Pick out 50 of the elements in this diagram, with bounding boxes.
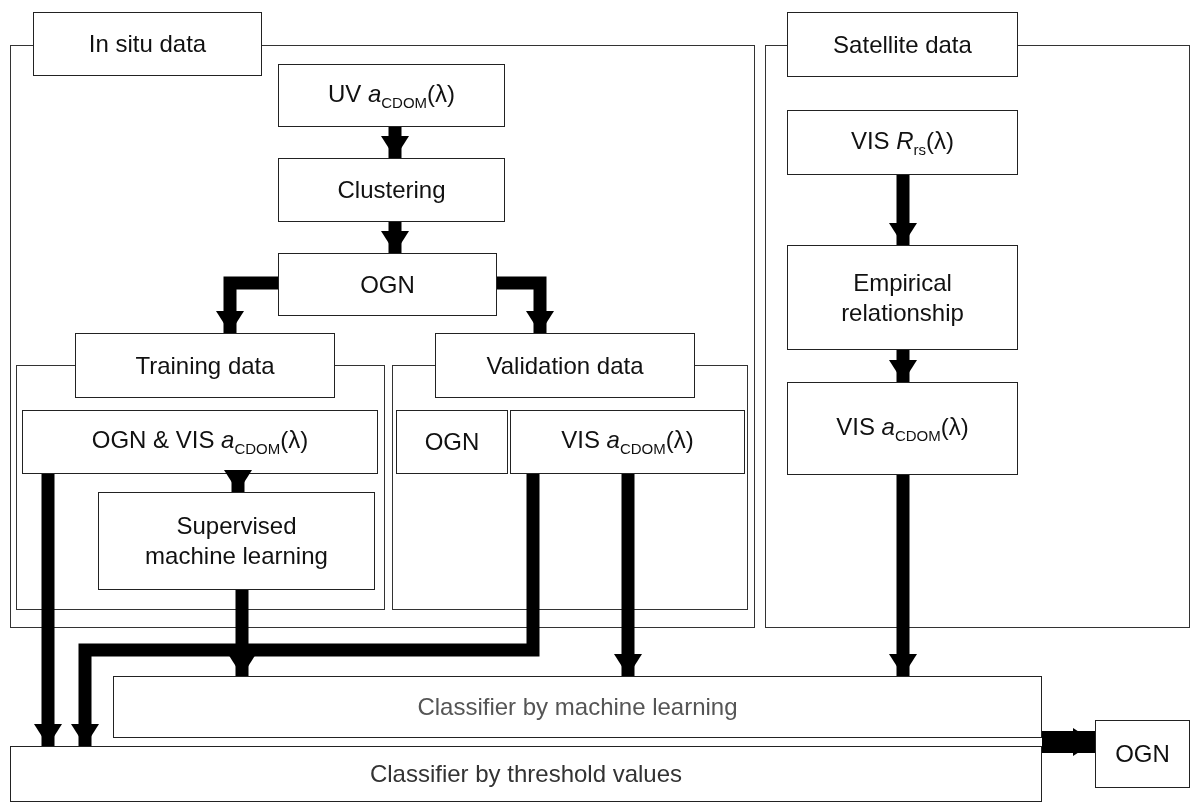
box-label: Classifier by threshold values bbox=[369, 759, 683, 789]
box-label: Clustering bbox=[337, 175, 446, 205]
box-label: OGN bbox=[1115, 739, 1170, 769]
box-label: VIS R$_{rs}$(λ) bbox=[850, 125, 955, 160]
arrow bbox=[71, 474, 540, 746]
panel-heading-box bbox=[787, 12, 1018, 77]
process-box bbox=[396, 410, 508, 474]
process-box bbox=[113, 676, 1042, 738]
arrow bbox=[224, 470, 252, 492]
group-panel bbox=[10, 12, 755, 628]
process-box bbox=[787, 245, 1018, 350]
box-label: Supervised machine learning bbox=[144, 511, 329, 571]
box-label: Satellite data bbox=[833, 29, 972, 60]
box-label: OGN & VIS a$_{CDOM}$(λ) bbox=[91, 425, 309, 459]
group-panel bbox=[392, 333, 748, 610]
box-label: OGN bbox=[360, 269, 415, 300]
box-label: OGN bbox=[424, 427, 480, 457]
process-box bbox=[510, 410, 745, 474]
box-label: Training data bbox=[135, 350, 275, 381]
panel-heading-box bbox=[435, 333, 695, 398]
box-label: VIS a$_{CDOM}$(λ) bbox=[836, 411, 969, 446]
box-label: VIS a$_{CDOM}$(λ) bbox=[561, 425, 694, 459]
arrow bbox=[889, 475, 917, 676]
arrow bbox=[381, 222, 409, 253]
group-panel bbox=[16, 333, 385, 610]
process-box bbox=[1095, 720, 1190, 788]
arrow bbox=[614, 474, 642, 676]
arrow bbox=[889, 175, 917, 245]
arrow bbox=[228, 590, 256, 676]
process-box bbox=[787, 110, 1018, 175]
process-box bbox=[278, 253, 497, 316]
process-box bbox=[98, 492, 375, 590]
panel-heading-box bbox=[33, 12, 262, 76]
process-box bbox=[278, 64, 505, 127]
box-label: UV a$_{CDOM}$(λ) bbox=[327, 78, 456, 113]
process-box bbox=[787, 382, 1018, 475]
process-box bbox=[22, 410, 378, 474]
arrow bbox=[381, 127, 409, 158]
group-panel bbox=[765, 12, 1190, 628]
arrow bbox=[34, 474, 62, 746]
process-box bbox=[278, 158, 505, 222]
box-label: Classifier by machine learning bbox=[417, 692, 738, 722]
process-box bbox=[10, 746, 1042, 802]
panel-heading-box bbox=[75, 333, 335, 398]
arrow bbox=[1042, 728, 1095, 756]
arrow bbox=[889, 350, 917, 382]
box-label: Empirical relationship bbox=[840, 267, 965, 328]
box-label: In situ data bbox=[88, 29, 207, 59]
box-label: Validation data bbox=[486, 350, 644, 381]
arrow bbox=[497, 276, 554, 333]
